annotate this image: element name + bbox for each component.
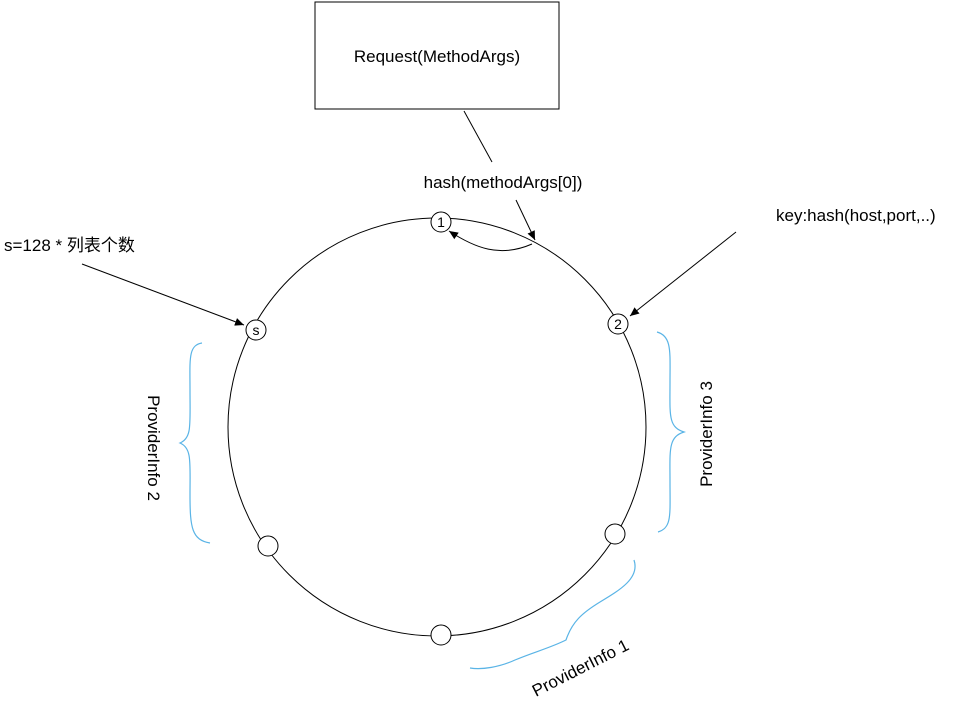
node-empty-left <box>257 535 279 557</box>
request-connector <box>463 110 493 163</box>
key-arrow <box>629 231 737 317</box>
brace-provider-3 <box>656 331 687 533</box>
svg-text:s: s <box>253 322 260 338</box>
node-empty-bottom <box>430 624 452 646</box>
lookup-arrow <box>448 230 533 252</box>
request-box: Request(MethodArgs) <box>314 1 560 110</box>
key-label: key:hash(host,port,..) <box>776 206 936 225</box>
request-box-label: Request(MethodArgs) <box>354 47 520 66</box>
brace-provider-1 <box>469 559 636 670</box>
provider-2-label: ProviderInfo 2 <box>144 395 163 501</box>
provider-3-label: ProviderInfo 3 <box>697 381 716 487</box>
brace-provider-2 <box>178 342 211 544</box>
s-label: s=128 * 列表个数 <box>4 236 135 255</box>
node-s: s <box>245 319 267 341</box>
svg-text:1: 1 <box>437 214 445 230</box>
hash-label: hash(methodArgs[0]) <box>424 173 583 192</box>
hash-arrow <box>515 199 536 241</box>
hash-ring <box>227 217 647 637</box>
provider-1-label: ProviderInfo 1 <box>529 636 632 701</box>
node-empty-right <box>604 523 626 545</box>
s-arrow <box>81 263 245 326</box>
node-1: 1 <box>430 211 452 233</box>
svg-text:2: 2 <box>614 316 622 332</box>
node-2: 2 <box>607 313 629 335</box>
